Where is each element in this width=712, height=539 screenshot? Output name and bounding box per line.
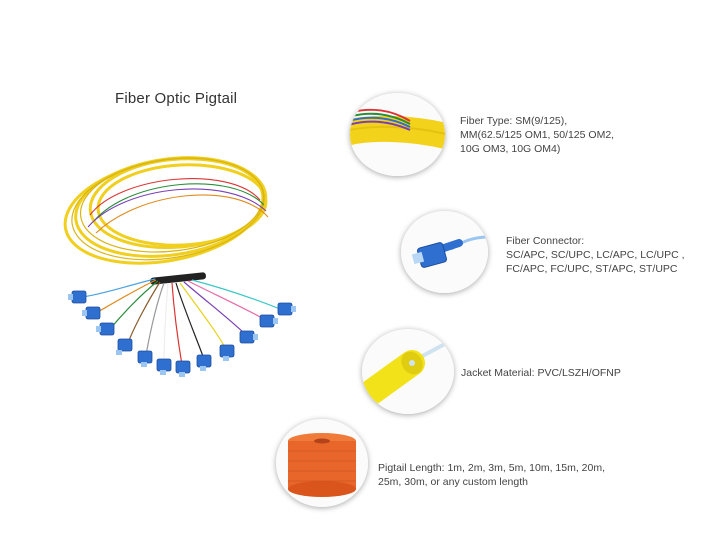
- pigtail-length-line-2: 25m, 30m, or any custom length: [378, 476, 528, 488]
- jacket-icon: [362, 329, 454, 414]
- fiber-connector-line-3: FC/APC, FC/UPC, ST/APC, ST/UPC: [506, 263, 678, 275]
- fiber-connector-line-2: SC/APC, SC/UPC, LC/APC, LC/UPC ,: [506, 249, 685, 261]
- pigtail-length-line-1: Pigtail Length: 1m, 2m, 3m, 5m, 10m, 15m…: [378, 462, 606, 474]
- fiber-connector-text: Fiber Connector: SC/APC, SC/UPC, LC/APC,…: [506, 234, 685, 276]
- fiber-type-line-2: MM(62.5/125 OM1, 50/125 OM2,: [460, 129, 615, 141]
- fiber-type-line-1: Fiber Type: SM(9/125),: [460, 115, 568, 127]
- fiber-type-line-3: 10G OM3, 10G OM4): [460, 143, 561, 155]
- pigtail-illustration: [63, 156, 296, 377]
- fiber-connector-line-1: Fiber Connector:: [506, 235, 585, 247]
- page-title: Fiber Optic Pigtail: [115, 90, 238, 107]
- jacket-material-text: Jacket Material: PVC/LSZH/OFNP: [461, 366, 621, 380]
- cable-spool-icon: [276, 419, 368, 507]
- fiber-type-text: Fiber Type: SM(9/125), MM(62.5/125 OM1, …: [460, 114, 614, 156]
- pigtail-length-text: Pigtail Length: 1m, 2m, 3m, 5m, 10m, 15m…: [378, 461, 605, 489]
- pigtail-product-image: [60, 145, 320, 390]
- jacket-material-line-1: Jacket Material: PVC/LSZH/OFNP: [461, 367, 621, 379]
- sc-connector-icon: [401, 211, 488, 293]
- fiber-type-icon: [350, 93, 445, 176]
